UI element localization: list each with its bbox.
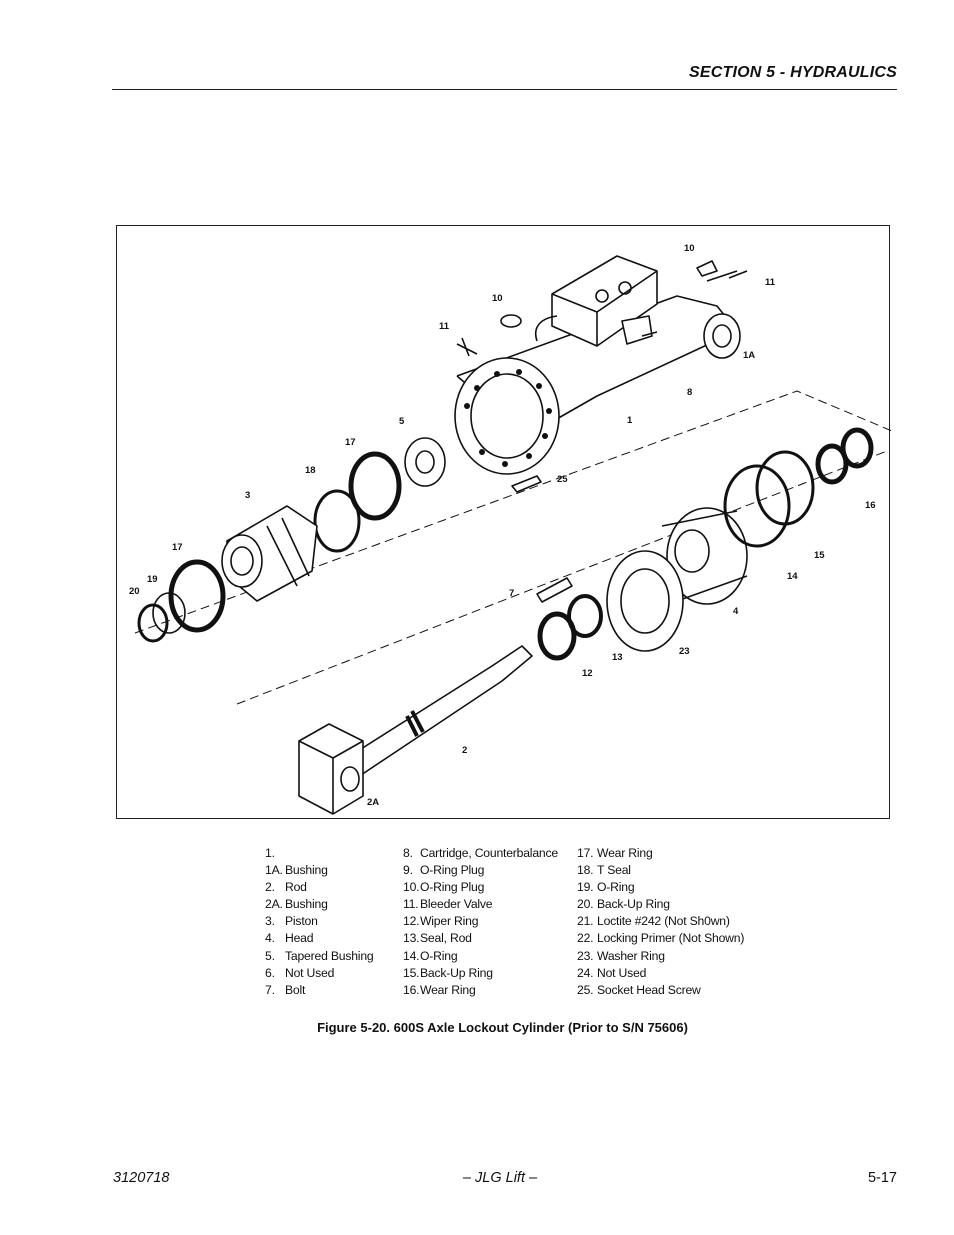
- legend-item: 15.Back-Up Ring: [403, 965, 493, 980]
- callout-label: 12: [582, 668, 593, 679]
- callout-label: 17: [345, 437, 356, 448]
- footer-publisher: – JLG Lift –: [462, 1170, 538, 1186]
- legend-item: 25.Socket Head Screw: [577, 982, 701, 997]
- callout-label: 16: [865, 500, 876, 511]
- callout-label: 2A: [367, 797, 379, 808]
- callout-label: 5: [399, 416, 405, 427]
- callout-label: 4: [733, 606, 739, 617]
- callout-label: 18: [305, 465, 316, 476]
- footer-document-number: 3120718: [113, 1170, 170, 1186]
- callout-label: 7: [509, 588, 514, 599]
- callout-label: 1A: [743, 350, 755, 361]
- legend-item: 20.Back-Up Ring: [577, 897, 670, 912]
- legend-item: 2.Rod: [265, 880, 307, 895]
- legend-item: 5.Tapered Bushing: [265, 948, 374, 963]
- header-divider: [112, 89, 897, 90]
- cylinder-exploded-drawing: 10 11 10 11 1A 8 1 5 17 18 25 3 16 17 15…: [129, 243, 891, 815]
- callout-label: 3: [245, 490, 250, 501]
- callout-label: 11: [439, 321, 450, 332]
- legend-item: 13.Seal, Rod: [403, 931, 472, 946]
- legend-item: 8.Cartridge, Counterbalance: [403, 846, 558, 860]
- legend-item: 16.Wear Ring: [403, 982, 476, 997]
- parts-legend-column-2: 8.Cartridge, Counterbalance 9.O-Ring Plu…: [403, 845, 558, 999]
- callout-label: 15: [814, 550, 825, 561]
- callout-label: 14: [787, 571, 798, 582]
- legend-item: 6.Not Used: [265, 965, 335, 980]
- callout-label: 10: [684, 243, 695, 254]
- callout-label: 13: [612, 652, 623, 663]
- callout-label: 2: [462, 745, 467, 756]
- legend-item: 11.Bleeder Valve: [403, 897, 493, 912]
- callout-label: 10: [492, 293, 503, 304]
- section-header-title: SECTION 5 - HYDRAULICS: [689, 64, 897, 81]
- legend-item: 2A.Bushing: [265, 897, 328, 912]
- callout-label: 19: [147, 574, 158, 585]
- legend-item: 10.O-Ring Plug: [403, 880, 485, 895]
- callout-label: 17: [172, 542, 183, 553]
- callout-label: 25: [557, 474, 568, 485]
- exploded-diagram-frame: 10 11 10 11 1A 8 1 5 17 18 25 3 16 17 15…: [116, 225, 891, 819]
- legend-item: 23.Washer Ring: [577, 948, 665, 963]
- legend-item: 17.Wear Ring: [577, 846, 653, 860]
- parts-legend-column-3: 17.Wear Ring 18.T Seal 19.O-Ring 20.Back…: [577, 845, 744, 999]
- legend-item: 21.Loctite #242 (Not Sh0wn): [577, 914, 730, 929]
- legend-item: 7.Bolt: [265, 982, 306, 997]
- legend-item: 18.T Seal: [577, 863, 631, 878]
- legend-item: 14.O-Ring: [403, 948, 458, 963]
- legend-item: 1.: [265, 846, 275, 860]
- parts-legend-column-1: 1. 1A.Bushing 2.Rod 2A.Bushing 3.Piston …: [265, 845, 374, 999]
- legend-item: 3.Piston: [265, 914, 318, 929]
- legend-item: 22.Locking Primer (Not Shown): [577, 931, 745, 946]
- footer-page-number: 5-17: [867, 1170, 897, 1186]
- callout-label: 1: [627, 415, 633, 426]
- legend-item: 24.Not Used: [577, 965, 647, 980]
- callout-label: 20: [129, 586, 140, 597]
- legend-item: 4.Head: [265, 931, 314, 946]
- legend-item: 1A.Bushing: [265, 863, 328, 878]
- legend-item: 12.Wiper Ring: [403, 914, 479, 929]
- callout-label: 11: [765, 277, 776, 288]
- callout-label: 8: [687, 387, 692, 398]
- legend-item: 9.O-Ring Plug: [403, 863, 485, 878]
- callout-label: 23: [679, 646, 690, 657]
- figure-caption: Figure 5-20. 600S Axle Lockout Cylinder …: [317, 1020, 688, 1035]
- legend-item: 19.O-Ring: [577, 880, 635, 895]
